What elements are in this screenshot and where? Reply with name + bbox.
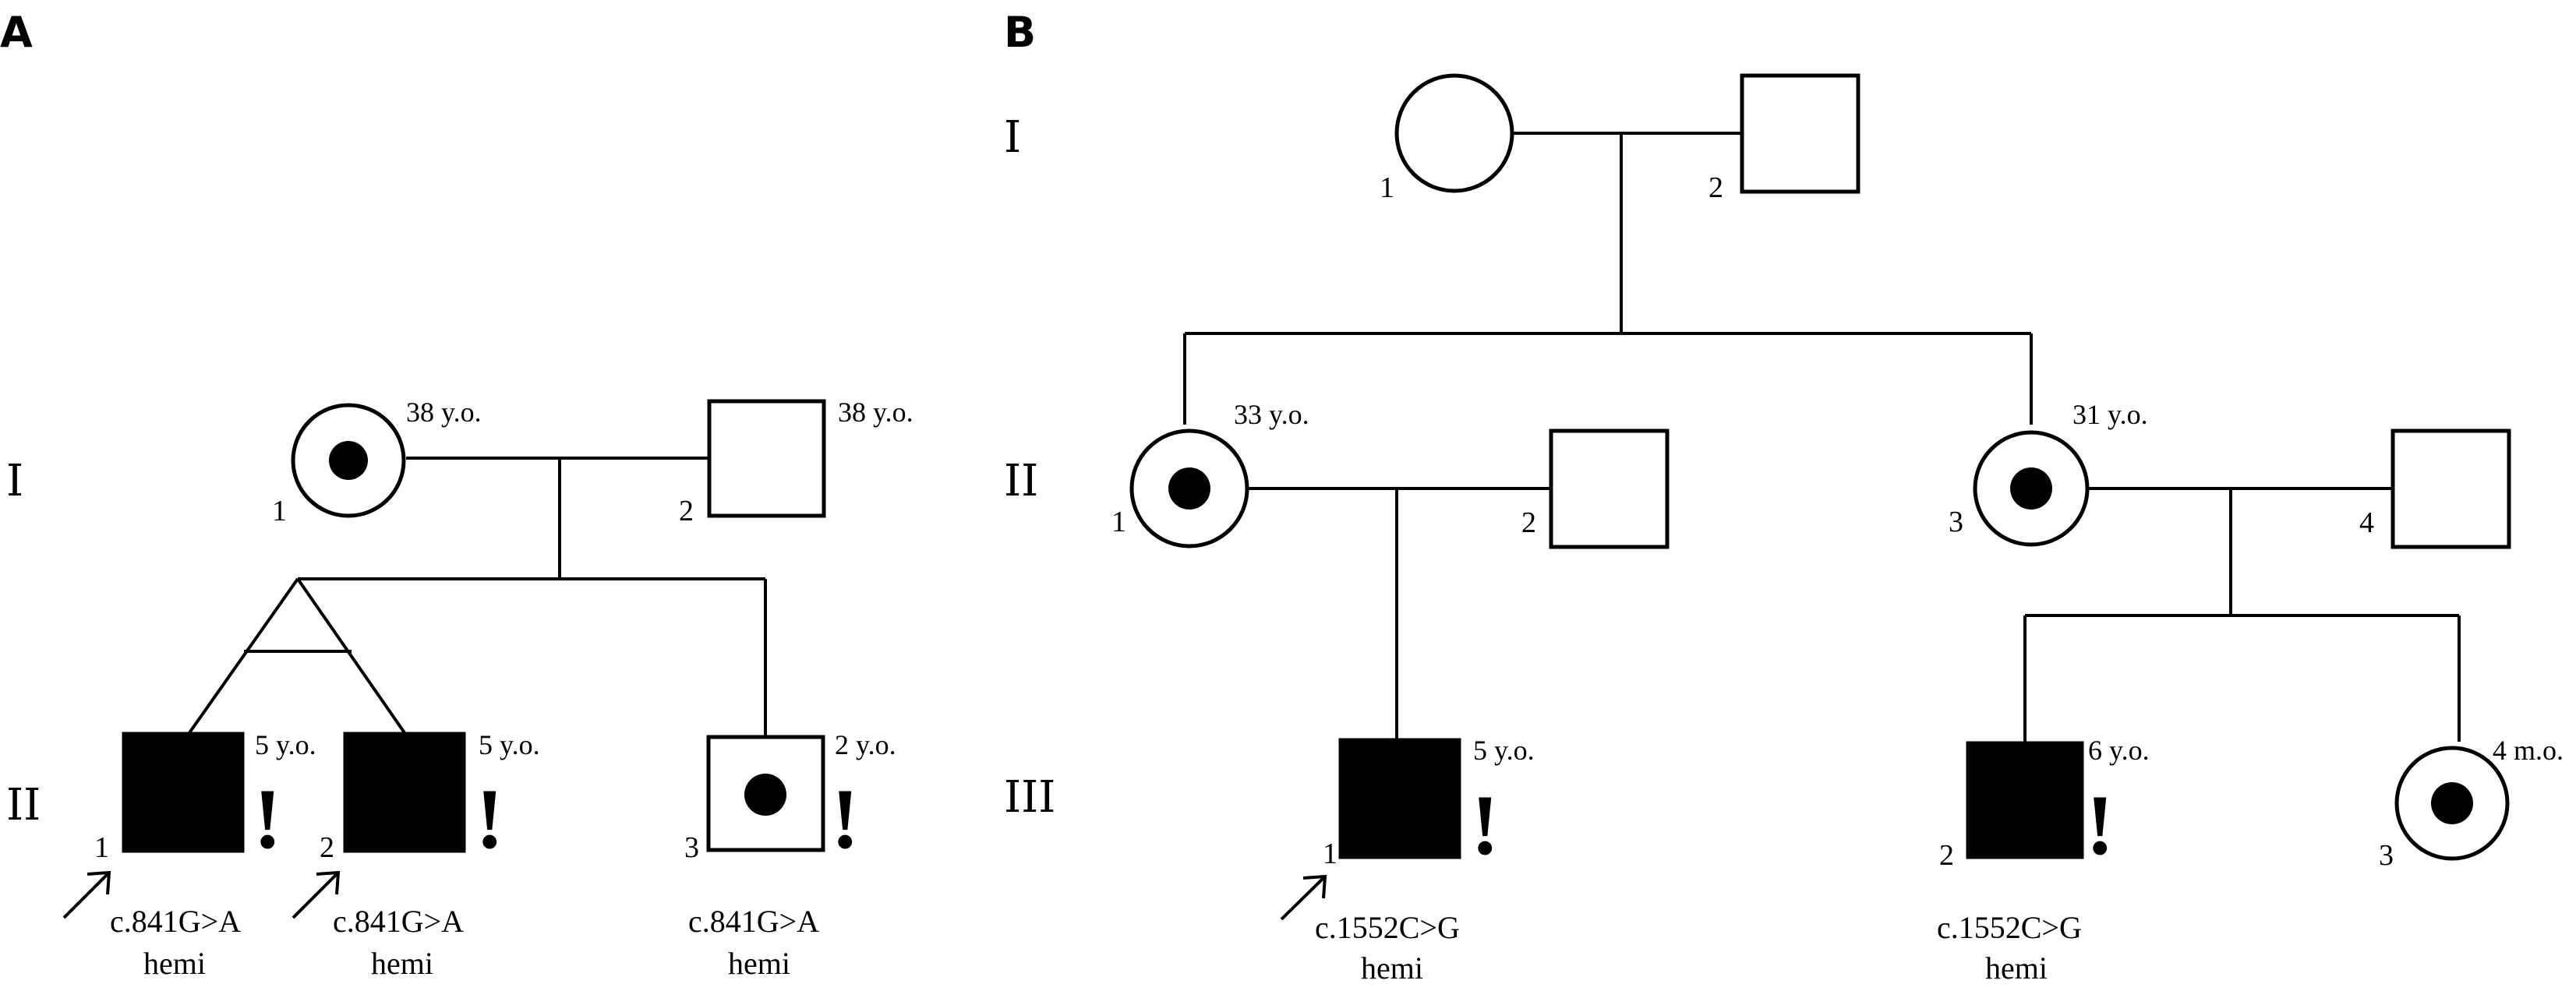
- panel-a-ii1-exclamation: !: [253, 771, 282, 866]
- panel-b-iii1-affected-male: [1338, 738, 1461, 859]
- panel-b-ii2-number: 2: [1521, 506, 1536, 539]
- panel-a-ii1-variant: c.841G>A: [110, 904, 241, 939]
- panel-b-ii4-number: 4: [2359, 506, 2374, 539]
- panel-b-ii1-number: 1: [1111, 506, 1126, 538]
- panel-b-i2-unaffected-male: [1740, 73, 1860, 194]
- panel-a-ii2-zygosity: hemi: [371, 946, 433, 981]
- panel-b-iii1-exclamation: !: [1471, 778, 1500, 873]
- panel-b-iii2-exclamation: !: [2086, 778, 2115, 873]
- panel-b-iii2-age: 6 y.o.: [2088, 735, 2150, 766]
- panel-a-ii1-zygosity: hemi: [143, 946, 206, 981]
- panel-a-ii1-age: 5 y.o.: [255, 729, 316, 760]
- panel-b-label: B: [1004, 8, 1036, 57]
- panel-b-iii3-carrier-female: [2394, 746, 2510, 861]
- panel-a-ii2-variant: c.841G>A: [333, 904, 464, 939]
- panel-a-ii1-affected-male: [122, 732, 245, 853]
- panel-a-ii2-age: 5 y.o.: [479, 729, 540, 760]
- panel-a-label: A: [0, 8, 33, 57]
- panel-a-ii1-proband-arrow: [62, 870, 111, 919]
- panel-b-iii1-number: 1: [1323, 838, 1337, 870]
- panel-a-ii3-zygosity: hemi: [728, 946, 790, 981]
- panel-b-iii1-zygosity: hemi: [1361, 950, 1423, 986]
- panel-b-iii2-number: 2: [1939, 839, 1954, 872]
- panel-b-ii2-unaffected-male: [1549, 428, 1670, 549]
- panel-a-i2-unaffected-male: [707, 399, 826, 518]
- panel-b-i1-unaffected-female: [1394, 73, 1514, 193]
- panel-b-generation-iii: III: [1004, 772, 1055, 823]
- panel-a-ii3-carrier-male: [706, 735, 825, 852]
- panel-a-i1-age: 38 y.o.: [406, 397, 482, 428]
- panel-b-ii1-age: 33 y.o.: [1234, 399, 1309, 430]
- panel-b-ii4-unaffected-male: [2390, 428, 2511, 549]
- panel-a-connector-lines: [187, 457, 767, 737]
- panel-a-ii3-age: 2 y.o.: [835, 729, 896, 760]
- panel-b-iii1-variant: c.1552C>G: [1315, 910, 1460, 945]
- panel-a-generation-ii: II: [6, 780, 41, 831]
- panel-a-i1-carrier-female: [291, 403, 406, 518]
- panel-a-i1-number: 1: [272, 495, 287, 527]
- panel-a-i2-age: 38 y.o.: [838, 397, 913, 428]
- panel-a-ii2-proband-arrow: [292, 870, 341, 919]
- panel-a-ii3-exclamation: !: [831, 771, 860, 866]
- panel-b-iii1-proband-arrow: [1280, 874, 1327, 921]
- panel-b-iii2-affected-male: [1966, 741, 2084, 859]
- panel-b-iii1-age: 5 y.o.: [1473, 735, 1535, 766]
- panel-b-ii3-age: 31 y.o.: [2072, 399, 2148, 430]
- panel-a-ii2-affected-male: [343, 732, 466, 853]
- panel-a-ii2-exclamation: !: [475, 771, 504, 866]
- panel-b-iii2-zygosity: hemi: [1985, 950, 2048, 986]
- panel-b-i2-number: 2: [1708, 171, 1723, 204]
- panel-b-generation-ii: II: [1004, 456, 1038, 506]
- panel-a-ii1-number: 1: [94, 831, 109, 864]
- panel-b-ii3-carrier-female: [1973, 430, 2090, 547]
- panel-b-iii3-number: 3: [2379, 839, 2394, 872]
- panel-b-connector-lines: [1183, 132, 2461, 743]
- panel-b-generation-i: I: [1004, 112, 1021, 163]
- panel-b-i1-number: 1: [1380, 171, 1394, 204]
- panel-b-ii1-carrier-female: [1129, 428, 1249, 548]
- panel-a-i2-number: 2: [679, 495, 694, 527]
- panel-a-ii3-number: 3: [684, 831, 699, 864]
- panel-a-generation-i: I: [6, 456, 23, 506]
- panel-b-iii2-variant: c.1552C>G: [1937, 910, 2082, 945]
- panel-a-ii2-number: 2: [320, 831, 334, 864]
- panel-b-iii3-age: 4 m.o.: [2493, 735, 2564, 766]
- panel-b-ii3-number: 3: [1949, 506, 1963, 538]
- panel-a-ii3-variant: c.841G>A: [688, 904, 819, 939]
